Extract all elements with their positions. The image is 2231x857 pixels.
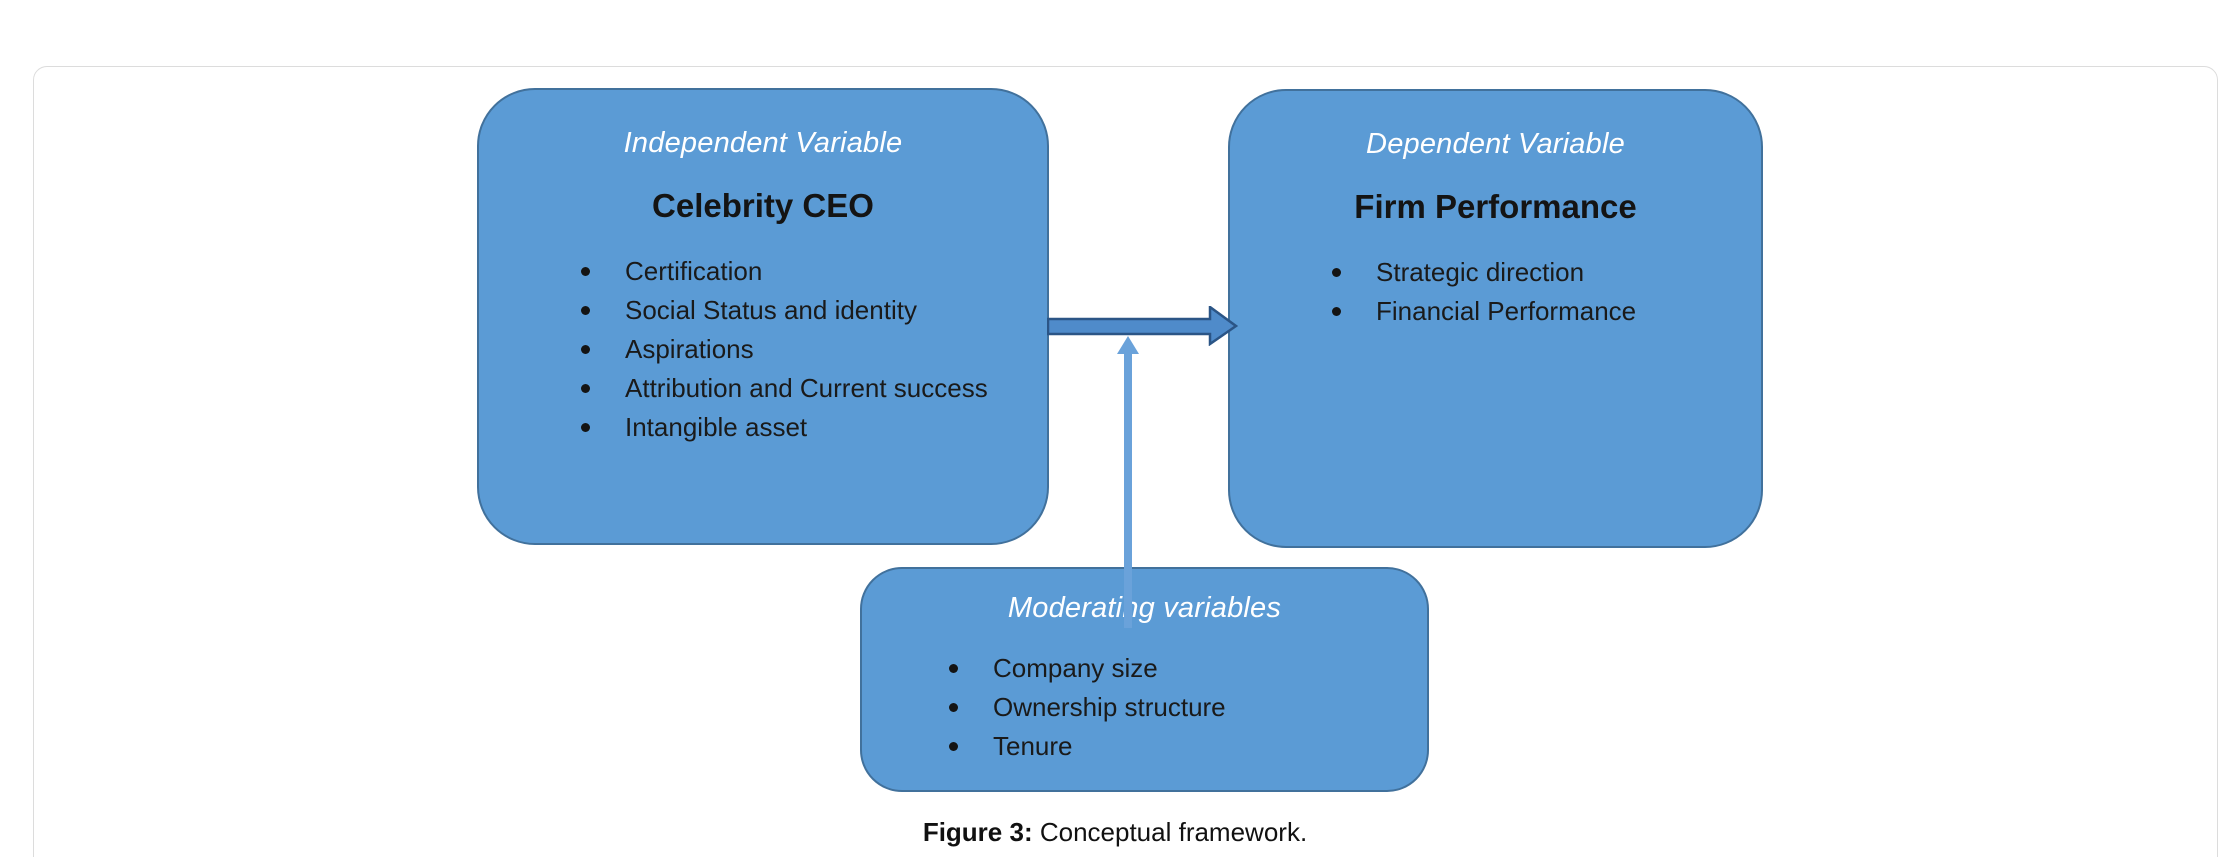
up-arrowhead-icon <box>1117 336 1139 354</box>
dependent-box-heading: Firm Performance <box>1354 188 1637 225</box>
dependent-variable-box: Dependent Variable Firm Performance Stra… <box>1228 89 1763 548</box>
bullet-item: Tenure <box>947 727 1427 766</box>
bullet-item: Social Status and identity <box>579 291 1047 330</box>
independent-box-title: Independent Variable <box>623 127 903 159</box>
bullet-item: Certification <box>579 252 1047 291</box>
independent-box-heading: Celebrity CEO <box>652 187 874 224</box>
figure-caption: Figure 3: Conceptual framework. <box>700 815 1530 849</box>
moderating-box-title: Moderating variables <box>1007 592 1282 624</box>
right-block-arrow-icon <box>1047 306 1239 346</box>
bullet-item: Ownership structure <box>947 688 1427 727</box>
bullet-item: Attribution and Current success <box>579 369 1047 408</box>
bullet-item: Financial Performance <box>1330 292 1761 331</box>
bullet-item: Aspirations <box>579 330 1047 369</box>
bullet-item: Intangible asset <box>579 408 1047 447</box>
figure-caption-label: Figure 3: <box>922 817 1033 847</box>
bullet-item: Company size <box>947 649 1427 688</box>
moderating-arrow-line <box>1124 353 1132 628</box>
independent-variable-box: Independent Variable Celebrity CEO Certi… <box>477 88 1049 545</box>
figure-caption-text: Conceptual framework. <box>1032 817 1308 847</box>
dependent-box-title: Dependent Variable <box>1366 128 1625 160</box>
bullet-item: Strategic direction <box>1330 253 1761 292</box>
